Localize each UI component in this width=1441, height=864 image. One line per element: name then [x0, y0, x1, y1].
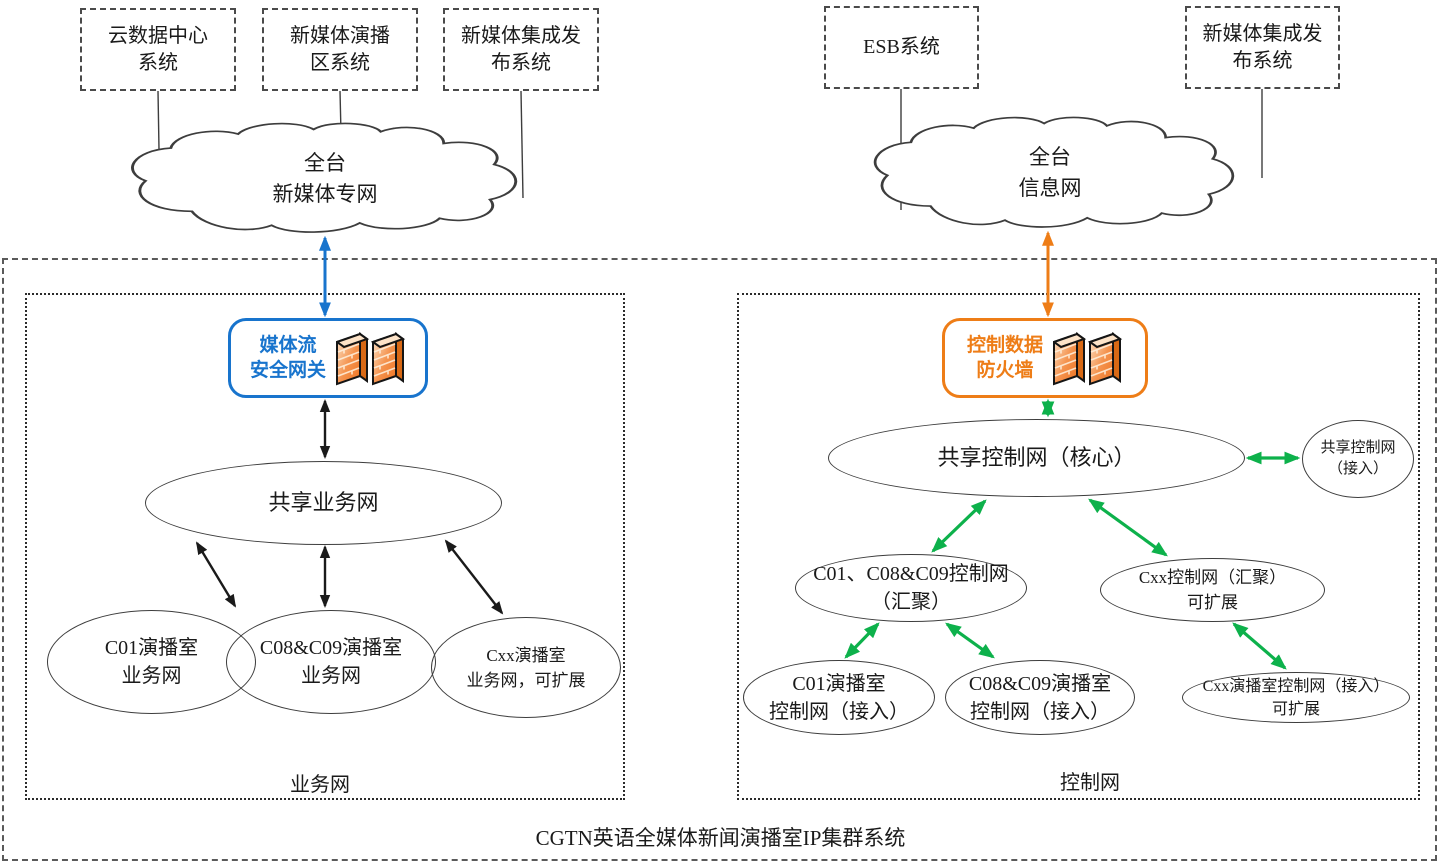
- control-arrows: [844, 398, 1301, 670]
- control-zone-label: 控制网: [1060, 772, 1120, 794]
- system-box-label: 新媒体演播: [290, 24, 390, 47]
- gateway-label-line: 媒体流: [259, 335, 317, 356]
- cloud-label-line: 全台: [304, 151, 346, 175]
- system-box-label: 系统: [138, 51, 178, 74]
- cxx-studio-business-network-ellipse: Cxx演播室 业务网，可扩展: [431, 617, 621, 718]
- gateway-label-line: 控制数据: [966, 335, 1043, 356]
- system-box-label: 布系统: [1232, 49, 1293, 72]
- ellipse-label: Cxx演播室: [486, 645, 566, 665]
- system-box-label: 新媒体集成发: [1202, 22, 1323, 45]
- control-network-zone: [737, 293, 1420, 800]
- cloud-label-line: 信息网: [1018, 176, 1082, 200]
- ellipse-label: （汇聚）: [871, 591, 951, 613]
- ellipse-label: 控制网（接入）: [970, 700, 1110, 723]
- ellipse-label: 控制网（接入）: [769, 700, 909, 723]
- cloud-label-line: 新媒体专网: [272, 182, 378, 206]
- system-box-esb: ESB系统: [824, 6, 979, 89]
- ellipse-label: 业务网: [301, 665, 361, 687]
- ellipse-label: C08&C09演播室: [968, 672, 1112, 695]
- media-stream-security-gateway: 媒体流 安全网关: [228, 318, 428, 398]
- c08c09-studio-control-access-ellipse: C08&C09演播室 控制网（接入）: [945, 660, 1135, 735]
- ip-cluster-outer-frame: [2, 258, 1437, 861]
- ellipse-label: Cxx控制网（汇聚）: [1138, 568, 1287, 587]
- system-box-cloud-datacenter: 云数据中心 系统: [80, 8, 236, 91]
- system-box-label: 布系统: [491, 51, 551, 74]
- cxx-studio-control-access-ellipse: Cxx演播室控制网（接入） 可扩展: [1182, 672, 1410, 723]
- ellipse-label: C01演播室: [792, 672, 886, 695]
- ellipse-label: C01、C08&C09控制网: [813, 563, 1009, 585]
- shared-control-network-access-ellipse: 共享控制网 （接入）: [1302, 420, 1414, 498]
- system-box-label: ESB系统: [863, 36, 940, 58]
- system-box-label: 新媒体集成发: [461, 24, 581, 47]
- c01-c08c09-control-aggregation-ellipse: C01、C08&C09控制网 （汇聚）: [795, 554, 1027, 622]
- firewall-bricks-icon: [1053, 333, 1121, 385]
- ellipse-label: 可扩展: [1271, 700, 1320, 718]
- info-network-cloud-label: 全台 信息网: [920, 140, 1180, 206]
- ellipse-label: C01演播室: [104, 637, 199, 659]
- media-private-cloud-label: 全台 新媒体专网: [195, 146, 455, 212]
- system-box-label: 云数据中心: [108, 24, 208, 47]
- c08c09-studio-business-network-ellipse: C08&C09演播室 业务网: [226, 610, 436, 714]
- control-data-firewall: 控制数据 防火墙: [942, 318, 1148, 398]
- shared-control-network-core-ellipse: 共享控制网（核心）: [828, 419, 1245, 497]
- gateway-label-line: 防火墙: [976, 360, 1034, 381]
- c01-studio-control-access-ellipse: C01演播室 控制网（接入）: [743, 660, 935, 735]
- gateway-label-line: 安全网关: [249, 360, 326, 381]
- system-box-label: 区系统: [310, 51, 370, 74]
- shared-business-network-ellipse: 共享业务网: [145, 461, 502, 545]
- ellipse-label: Cxx演播室控制网（接入）: [1202, 677, 1390, 695]
- cxx-control-aggregation-ellipse: Cxx控制网（汇聚） 可扩展: [1100, 558, 1325, 622]
- ellipse-label: C08&C09演播室: [259, 637, 403, 659]
- c01-studio-business-network-ellipse: C01演播室 业务网: [47, 610, 256, 714]
- system-box-newmedia-publish-right: 新媒体集成发 布系统: [1185, 6, 1340, 89]
- diagram-title: CGTN英语全媒体新闻演播室IP集群系统: [535, 826, 906, 850]
- business-zone-label: 业务网: [290, 774, 350, 796]
- system-box-newmedia-publish-left: 新媒体集成发 布系统: [443, 8, 599, 91]
- ellipse-label: 可扩展: [1187, 593, 1238, 612]
- cloud-label-line: 全台: [1029, 145, 1071, 169]
- ellipse-label: 共享业务网: [268, 490, 379, 515]
- business-arrows: [195, 399, 504, 615]
- ellipse-label: （接入）: [1327, 461, 1388, 477]
- firewall-bricks-icon: [336, 333, 404, 385]
- ellipse-label: 共享控制网: [1320, 440, 1396, 456]
- system-box-newmedia-studio: 新媒体演播 区系统: [262, 8, 418, 91]
- gateway-label: 媒体流 安全网关: [250, 333, 326, 383]
- ellipse-label: 共享控制网（核心）: [937, 445, 1136, 470]
- gateway-label: 控制数据 防火墙: [967, 333, 1043, 383]
- ellipse-label: 业务网: [121, 665, 182, 687]
- ellipse-label: 业务网，可扩展: [466, 670, 586, 690]
